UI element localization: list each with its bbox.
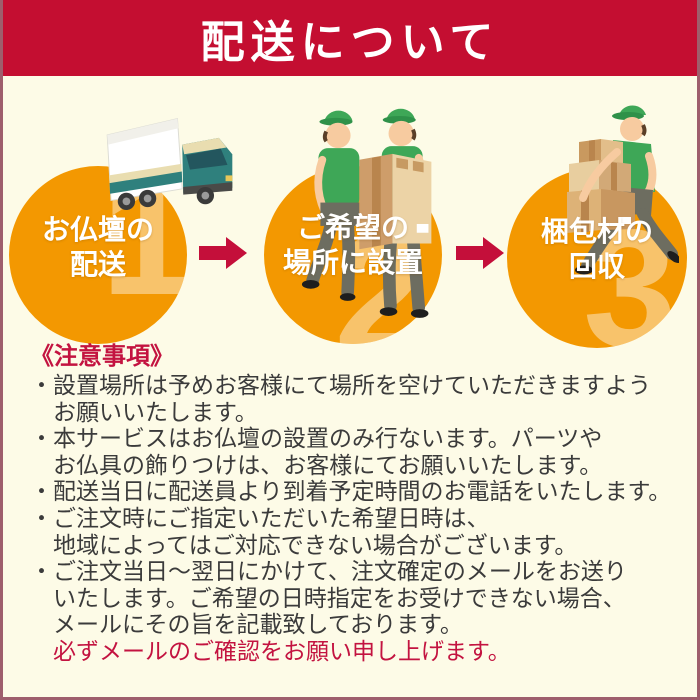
arrow-right-icon bbox=[456, 237, 504, 269]
note-line: 地域によってはご対応できない場合がございます。 bbox=[53, 531, 578, 558]
note-line: ・設置場所は予めお客様にて場所を空けていただきますよう bbox=[30, 372, 651, 398]
step3-label: 梱包材の 回収 bbox=[508, 214, 686, 284]
note-line: お願いいたします。 bbox=[53, 398, 258, 425]
mover-collecting-boxes-icon bbox=[567, 105, 679, 275]
notes-section: 《注意事項》 ・設置場所は予めお客様にて場所を空けていただきますよう お願いいた… bbox=[30, 342, 690, 665]
note-line: お仏具の飾りつけは、お客様にてお願いいたします。 bbox=[53, 451, 603, 478]
notes-heading: 《注意事項》 bbox=[30, 343, 174, 370]
note-line: メールにその旨を記載致しております。 bbox=[53, 611, 463, 638]
two-movers-carrying-box-icon bbox=[301, 108, 432, 318]
step1-label-line2: 配送 bbox=[69, 249, 126, 280]
page-title: 配送について bbox=[200, 18, 500, 67]
delivery-truck-icon bbox=[106, 118, 233, 211]
note-line: ・本サービスはお仏壇の設置のみ行ないます。パーツや bbox=[30, 425, 603, 452]
step1-circle: 1 bbox=[9, 166, 187, 344]
step3-label-line2: 回収 bbox=[568, 251, 625, 282]
note-line-emphasis: 必ずメールのご確認をお願い申し上げます。 bbox=[53, 637, 511, 664]
step3-label-line1: 梱包材の bbox=[540, 216, 653, 247]
note-line: いたします。ご希望の日時指定をお受けできない場合、 bbox=[53, 584, 626, 611]
step2-label-line1: ご希望の bbox=[296, 212, 409, 243]
step2-label-line2: 場所に設置 bbox=[282, 247, 423, 278]
note-line: ・ご注文時にご指定いただいた希望日時は、 bbox=[30, 504, 490, 531]
step1-label: お仏壇の 配送 bbox=[9, 212, 187, 282]
header-banner: 配送について bbox=[3, 0, 697, 76]
step1-label-line1: お仏壇の bbox=[41, 214, 154, 245]
note-line: ・配送当日に配送員より到着予定時間のお電話をいたします。 bbox=[30, 478, 672, 505]
arrow-right-icon bbox=[199, 237, 247, 269]
step2-label: ご希望の 場所に設置 bbox=[264, 210, 442, 280]
note-line: ・ご注文当日～翌日にかけて、注文確定のメールをお送り bbox=[30, 558, 627, 585]
